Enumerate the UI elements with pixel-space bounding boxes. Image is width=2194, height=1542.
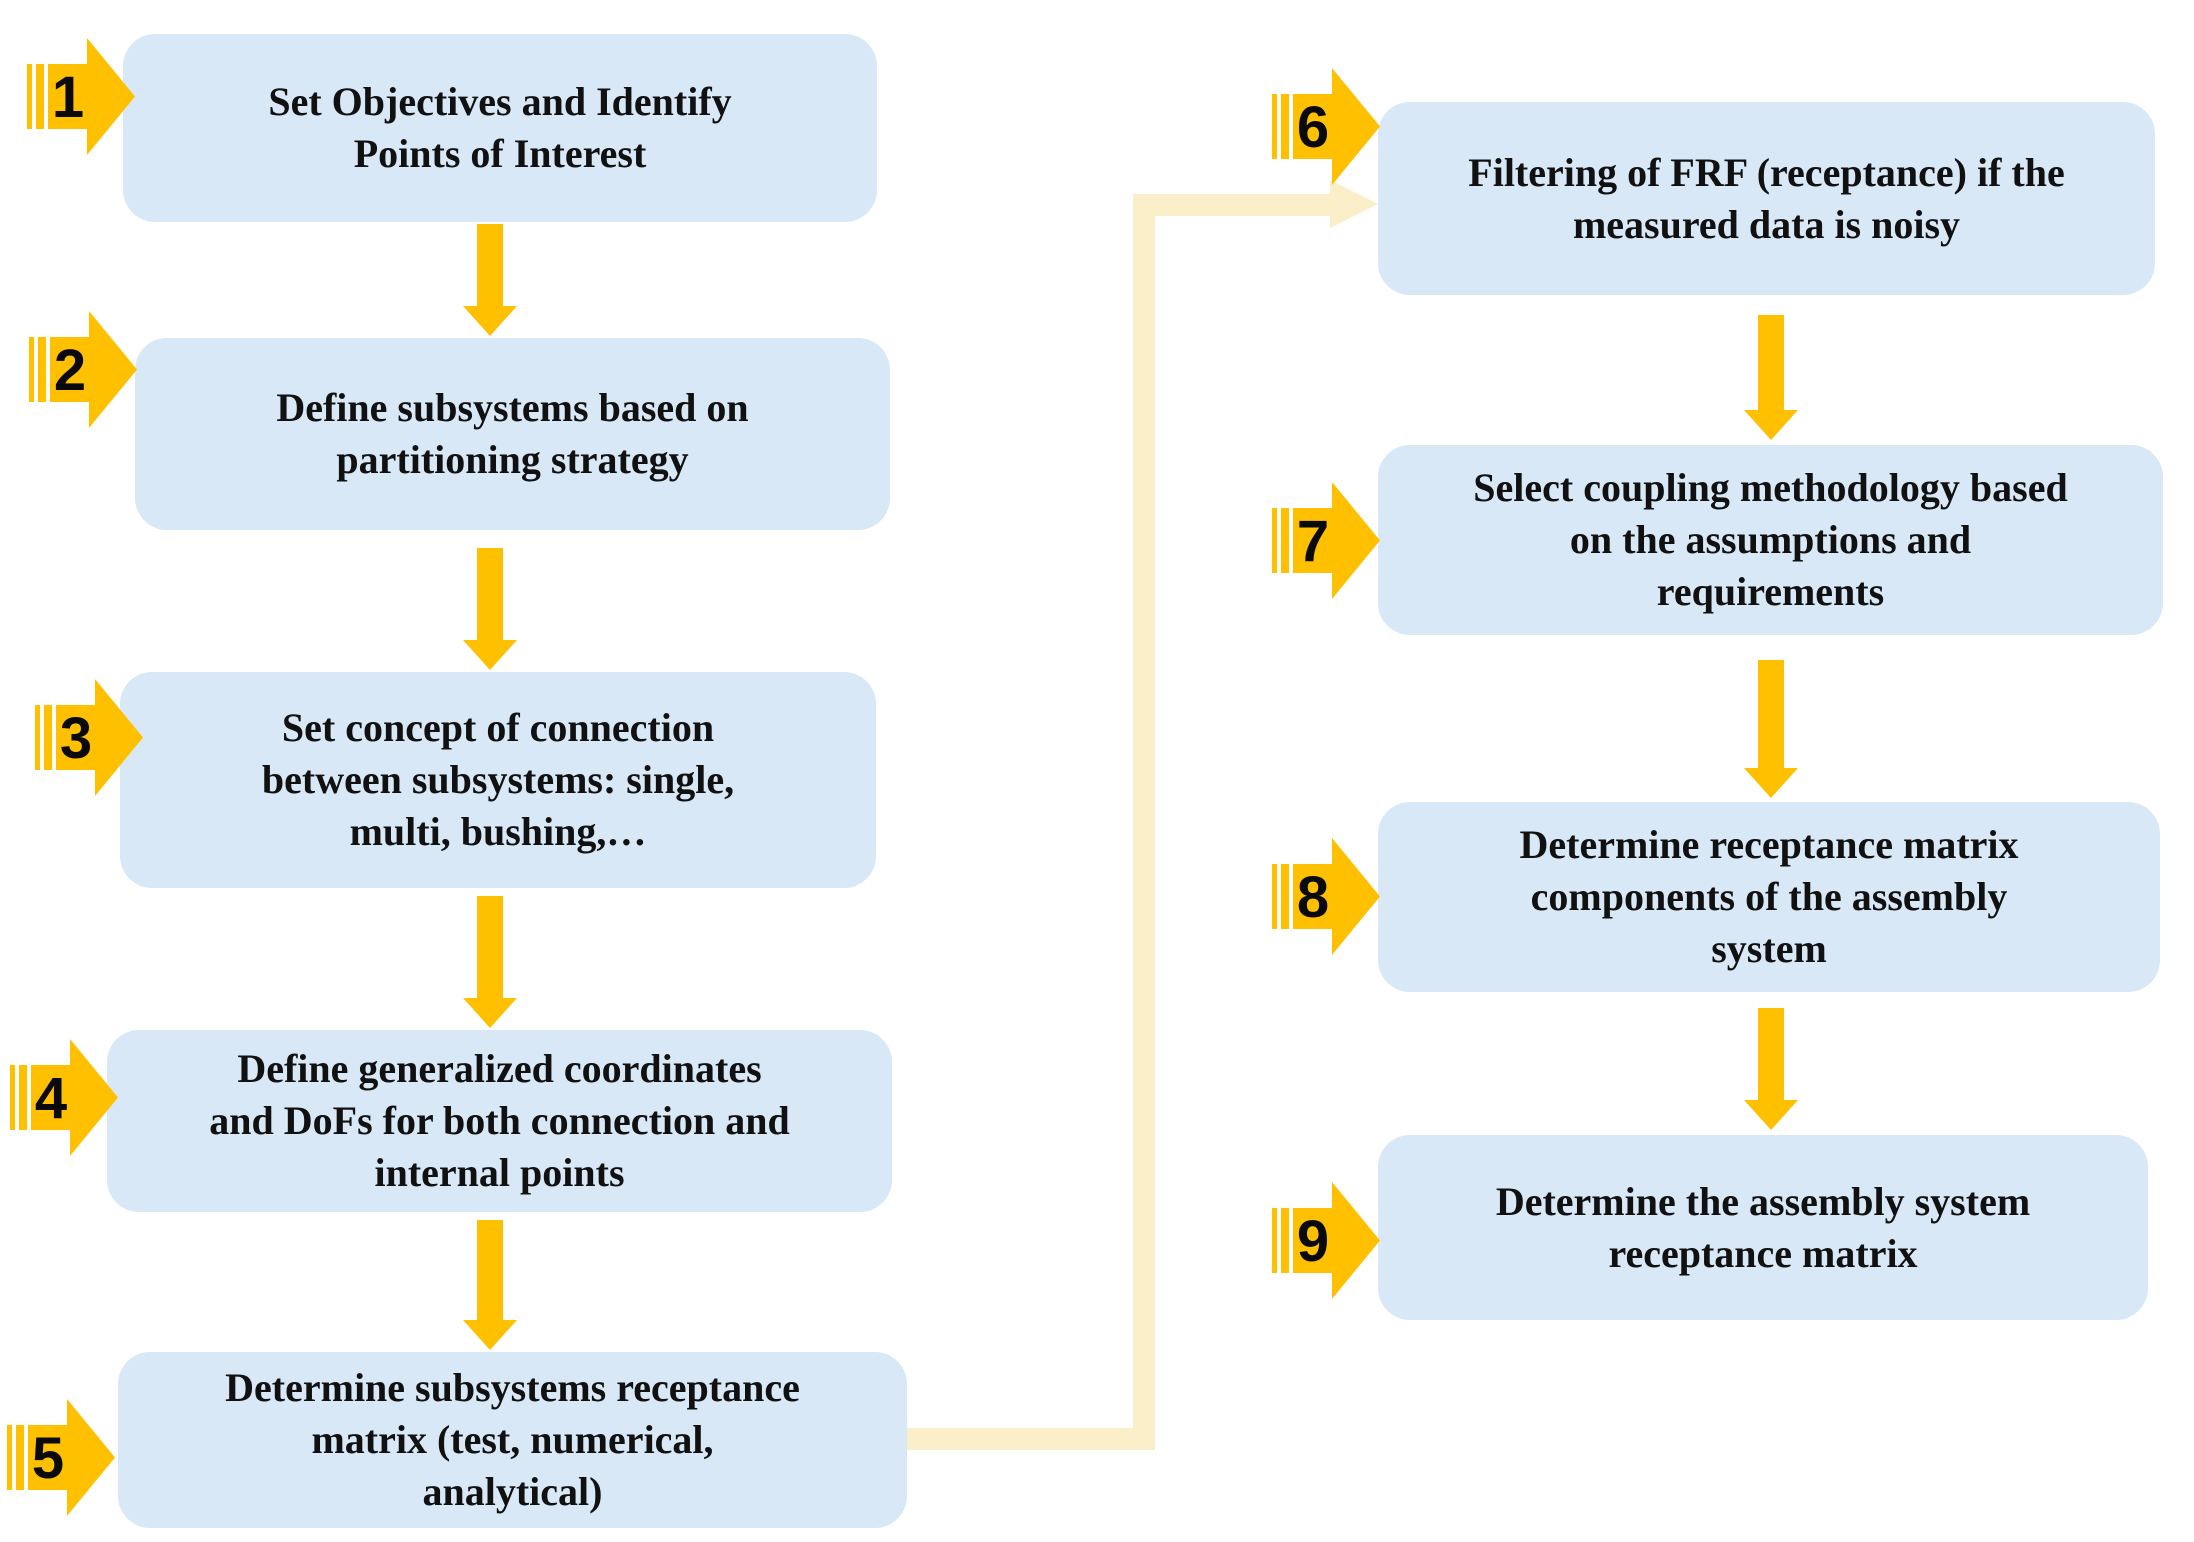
badge-number-1: 1 [52,65,84,130]
step-box-8: Determine receptance matrix components of… [1378,802,2160,992]
flow-arrow-6-to-7 [1744,315,1798,440]
badge-number-2: 2 [54,338,86,403]
step-box-4: Define generalized coordinates and DoFs f… [107,1030,892,1212]
step-badge-6: 6 [1272,68,1380,185]
step-7-label-line-1: Select coupling methodology based [1473,465,2068,510]
step-8-label-line-1: Determine receptance matrix [1519,822,2019,867]
badge-number-9: 9 [1297,1209,1329,1274]
flow-arrow-2-to-3 [463,548,517,670]
step-5-label-line-1: Determine subsystems receptance [225,1365,800,1410]
step-badge-8: 8 [1272,838,1380,955]
step-badge-4: 4 [10,1039,118,1156]
step-box-5: Determine subsystems receptance matrix (t… [118,1352,907,1528]
connector-arrowhead-icon [1330,180,1378,228]
badge-number-4: 4 [35,1066,67,1131]
step-8-label-line-2: components of the assembly [1530,874,2008,919]
step-6-label-line-2: measured data is noisy [1572,201,1961,247]
step-4-label-line-3: internal points [374,1150,625,1195]
badge-number-7: 7 [1297,509,1329,574]
arrow-badge-icon: 3 [35,679,143,796]
connector-top-segment [1133,194,1333,216]
step-2-label-line-2: partitioning strategy [336,437,689,482]
connector-bottom-segment [905,1428,1155,1450]
step-4-label-line-2: and DoFs for both connection and [209,1098,790,1143]
arrow-badge-icon: 5 [7,1399,115,1516]
step-2-label-line-1: Define subsystems based on [276,385,749,430]
step-box-3: Set concept of connection between subsyst… [120,672,876,888]
flow-arrow-7-to-8 [1744,660,1798,798]
flow-arrow-1-to-2 [463,224,517,336]
arrow-badge-icon: 8 [1272,838,1380,955]
arrow-badge-icon: 2 [29,311,137,428]
step-badge-9: 9 [1272,1182,1380,1299]
badge-number-3: 3 [60,706,92,771]
arrow-badge-icon: 6 [1272,68,1380,185]
step-4-label-line-1: Define generalized coordinates [237,1046,762,1091]
arrow-badge-icon: 1 [27,38,135,155]
step-3-label-line-1: Set concept of connection [281,705,715,750]
step-badge-2: 2 [29,311,137,428]
step-badge-7: 7 [1272,482,1380,599]
step-3-label-line-2: between subsystems: single, [261,757,735,802]
flow-arrow-4-to-5 [463,1220,517,1350]
connector-vertical-segment [1133,196,1155,1450]
badge-number-8: 8 [1297,865,1329,930]
step-5-label-line-2: matrix (test, numerical, [311,1417,714,1462]
step-9-label-line-2: receptance matrix [1608,1230,1918,1276]
step-3-label-line-3: multi, bushing,… [349,809,647,854]
step-badge-5: 5 [7,1399,115,1516]
step-7-label-line-3: requirements [1656,569,1885,614]
step-badge-1: 1 [27,38,135,155]
step-box-6: Filtering of FRF (receptance) if the meas… [1378,102,2155,295]
arrow-badge-icon: 4 [10,1039,118,1156]
step-9-label-line-1: Determine the assembly system [1495,1178,2031,1224]
step-box-7: Select coupling methodology based on the … [1378,445,2163,635]
flow-arrow-3-to-4 [463,896,517,1028]
step-5-label-line-3: analytical) [422,1469,603,1514]
arrow-badge-icon: 9 [1272,1182,1380,1299]
step-box-2: Define subsystems based on partitioning s… [135,338,890,530]
badge-number-5: 5 [32,1426,64,1491]
badge-number-6: 6 [1297,95,1329,160]
step-1-label-line-2: Points of Interest [353,131,647,176]
step-box-9: Determine the assembly system receptance … [1378,1135,2148,1320]
flow-arrow-8-to-9 [1744,1008,1798,1130]
step-6-label-line-1: Filtering of FRF (receptance) if the [1468,149,2065,195]
arrow-badge-icon: 7 [1272,482,1380,599]
step-badge-3: 3 [35,679,143,796]
step-1-label-line-1: Set Objectives and Identify [268,79,732,124]
step-7-label-line-2: on the assumptions and [1569,517,1972,562]
step-8-label-line-3: system [1711,926,1827,971]
